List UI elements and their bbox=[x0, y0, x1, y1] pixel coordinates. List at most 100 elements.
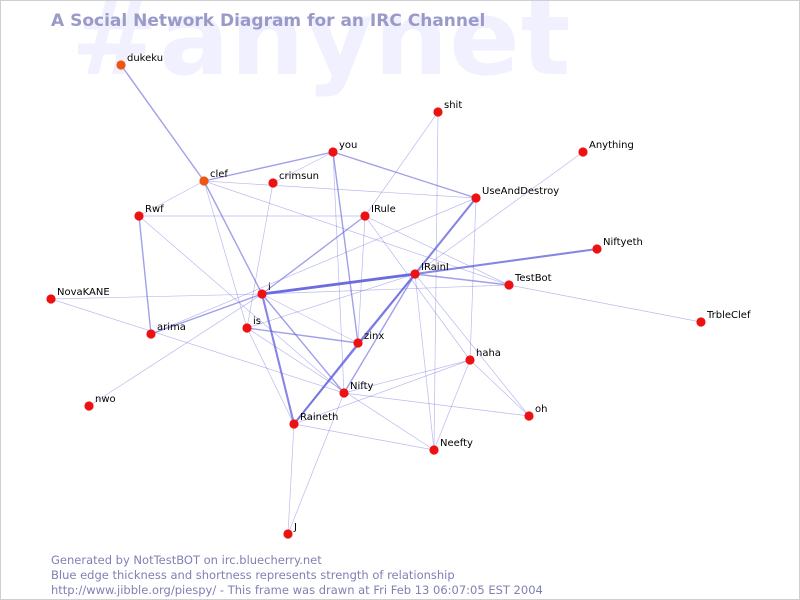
node-dukeku[interactable]: dukeku bbox=[116, 53, 163, 70]
node-label-you: you bbox=[339, 140, 357, 151]
edge-TestBot-TrbleClef bbox=[508, 284, 702, 323]
edge-Rwf-arima bbox=[138, 215, 152, 335]
node-dot-oh bbox=[524, 411, 534, 421]
node-J[interactable]: J bbox=[283, 522, 297, 539]
node-label-haha: haha bbox=[476, 348, 501, 359]
node-dot-i bbox=[257, 289, 267, 299]
footer: Generated by NotTestBOT on irc.bluecherr… bbox=[51, 553, 543, 598]
node-dot-IRainI bbox=[410, 269, 420, 279]
node-crimsun[interactable]: crimsun bbox=[268, 171, 319, 188]
edge-Rwf-Nifty bbox=[138, 215, 345, 394]
node-dot-Anything bbox=[578, 147, 588, 157]
edge-i-Nifty bbox=[261, 293, 345, 394]
node-arima[interactable]: arima bbox=[146, 322, 186, 339]
edge-clef-i bbox=[203, 180, 263, 295]
edges-layer bbox=[50, 64, 702, 535]
edge-haha-Nifty bbox=[343, 359, 471, 394]
edge-Nifty-oh bbox=[343, 392, 530, 417]
edge-haha-Raineth bbox=[293, 359, 471, 425]
edge-NovaKANE-Nifty bbox=[50, 298, 345, 394]
edge-is-zinx bbox=[246, 327, 359, 344]
channel-watermark: #anynet bbox=[71, 0, 572, 99]
node-IRule[interactable]: IRule bbox=[360, 204, 396, 221]
node-label-Anything: Anything bbox=[589, 140, 634, 151]
node-dot-UseAndDestroy bbox=[471, 193, 481, 203]
edge-i-arima bbox=[150, 293, 263, 335]
node-you[interactable]: you bbox=[328, 140, 357, 157]
edge-Raineth-J bbox=[287, 423, 295, 535]
edge-i-TestBot bbox=[261, 284, 510, 295]
node-Neefty[interactable]: Neefty bbox=[429, 438, 473, 455]
node-label-IRule: IRule bbox=[371, 204, 396, 215]
node-label-arima: arima bbox=[157, 322, 186, 333]
node-label-IRainI: IRainI bbox=[421, 262, 449, 273]
node-dot-Raineth bbox=[289, 419, 299, 429]
node-label-J: J bbox=[293, 522, 297, 533]
node-NovaKANE[interactable]: NovaKANE bbox=[46, 287, 110, 304]
node-Rwf[interactable]: Rwf bbox=[134, 204, 164, 221]
edge-shit-Neefty bbox=[433, 111, 439, 451]
node-is[interactable]: is bbox=[242, 316, 261, 333]
node-label-Raineth: Raineth bbox=[300, 412, 338, 423]
node-shit[interactable]: shit bbox=[433, 100, 462, 117]
footer-generated-by: Generated by NotTestBOT on irc.bluecherr… bbox=[51, 553, 322, 567]
node-Anything[interactable]: Anything bbox=[578, 140, 634, 157]
node-dot-Nifty bbox=[339, 388, 349, 398]
node-dot-arima bbox=[146, 329, 156, 339]
node-dot-you bbox=[328, 147, 338, 157]
edge-Raineth-Neefty bbox=[293, 423, 435, 451]
edge-NovaKANE-i bbox=[50, 293, 263, 300]
node-Niftyeth[interactable]: Niftyeth bbox=[592, 237, 643, 254]
node-label-NovaKANE: NovaKANE bbox=[57, 287, 110, 298]
edge-Nifty-J bbox=[287, 392, 345, 535]
node-dot-NovaKANE bbox=[46, 294, 56, 304]
node-label-Rwf: Rwf bbox=[145, 204, 164, 215]
node-label-clef: clef bbox=[210, 169, 228, 180]
edge-clef-UseAndDestroy bbox=[203, 180, 477, 199]
edge-i-Raineth bbox=[260, 292, 296, 426]
edge-shit-IRule bbox=[364, 111, 439, 217]
node-nwo[interactable]: nwo bbox=[84, 394, 116, 411]
node-label-is: is bbox=[253, 316, 261, 327]
edge-UseAndDestroy-haha bbox=[469, 197, 477, 361]
node-label-nwo: nwo bbox=[95, 394, 116, 405]
edge-crimsun-you bbox=[272, 151, 334, 184]
edge-UseAndDestroy-IRainI bbox=[413, 196, 478, 276]
node-IRainI[interactable]: IRainI bbox=[410, 262, 449, 279]
edge-you-UseAndDestroy bbox=[332, 151, 477, 199]
node-label-dukeku: dukeku bbox=[127, 53, 163, 64]
edge-i-zinx bbox=[261, 293, 359, 344]
edge-IRainI-TestBot bbox=[414, 273, 510, 286]
edge-Anything-IRainI bbox=[414, 151, 584, 275]
edge-haha-Neefty bbox=[433, 359, 471, 451]
edge-dukeku-clef bbox=[120, 64, 205, 182]
edge-IRule-i bbox=[261, 215, 366, 295]
node-haha[interactable]: haha bbox=[465, 348, 501, 365]
node-label-i: i bbox=[268, 282, 271, 293]
edge-IRule-haha bbox=[364, 215, 471, 361]
node-TestBot[interactable]: TestBot bbox=[504, 273, 552, 290]
edge-crimsun-is bbox=[246, 182, 274, 329]
node-zinx[interactable]: zinx bbox=[353, 331, 384, 348]
node-label-zinx: zinx bbox=[364, 331, 384, 342]
node-dot-J bbox=[283, 529, 293, 539]
node-dot-dukeku bbox=[116, 60, 126, 70]
edge-clef-Rwf bbox=[138, 180, 205, 217]
node-label-Nifty: Nifty bbox=[350, 381, 374, 392]
node-oh[interactable]: oh bbox=[524, 404, 547, 421]
edge-IRainI-i bbox=[260, 272, 417, 296]
node-UseAndDestroy[interactable]: UseAndDestroy bbox=[471, 186, 559, 203]
node-Nifty[interactable]: Nifty bbox=[339, 381, 374, 398]
edge-IRainI-Neefty bbox=[414, 273, 435, 451]
node-i[interactable]: i bbox=[257, 282, 271, 299]
node-dot-TrbleClef bbox=[696, 317, 706, 327]
node-dot-zinx bbox=[353, 338, 363, 348]
node-TrbleClef[interactable]: TrbleClef bbox=[696, 310, 751, 327]
node-Raineth[interactable]: Raineth bbox=[289, 412, 338, 429]
node-label-TrbleClef: TrbleClef bbox=[706, 310, 751, 321]
node-clef[interactable]: clef bbox=[199, 169, 228, 186]
node-label-Neefty: Neefty bbox=[440, 438, 473, 449]
node-dot-IRule bbox=[360, 211, 370, 221]
